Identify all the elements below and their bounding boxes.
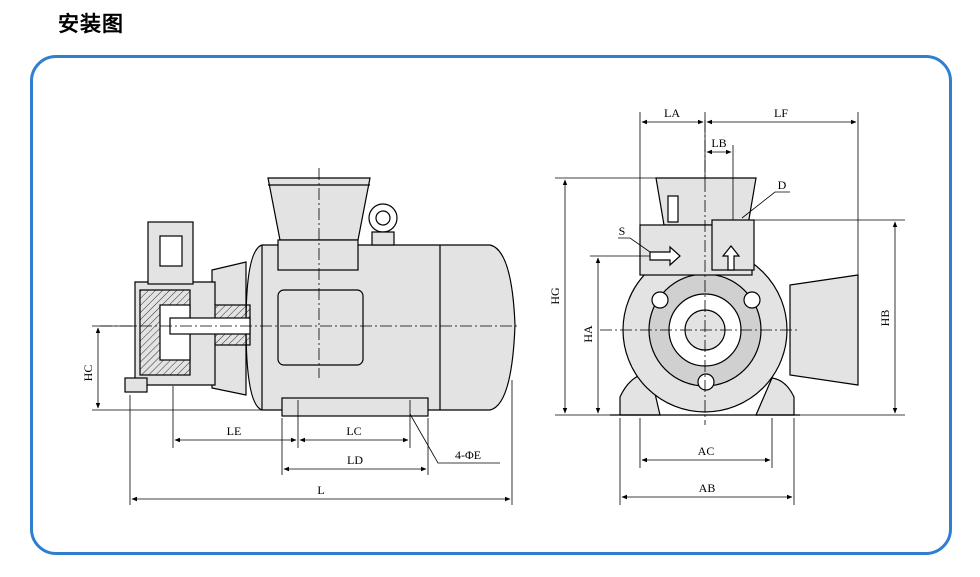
fan-cover (789, 274, 859, 386)
front-view (600, 120, 859, 425)
dim-lb: LB (711, 136, 726, 150)
dim-la: LA (664, 106, 680, 120)
dim-ab: AB (699, 481, 716, 495)
dim-ac: AC (698, 444, 715, 458)
dim-4-phi-e: 4-ΦE (455, 448, 481, 462)
front-dimensions (555, 112, 905, 505)
motor-panel (277, 289, 364, 366)
dim-hb: HB (878, 310, 892, 327)
dim-le: LE (227, 424, 242, 438)
dim-ld: LD (347, 453, 363, 467)
dim-hc: HC (81, 365, 95, 382)
page-title: 安装图 (58, 12, 124, 36)
dim-l: L (317, 483, 324, 497)
dim-ha: HA (581, 325, 595, 343)
dim-lc: LC (346, 424, 361, 438)
dim-lf: LF (774, 106, 788, 120)
label-d: D (778, 178, 787, 192)
label-s: S (619, 224, 626, 238)
motor-body (245, 244, 516, 411)
side-dimensions (92, 325, 513, 505)
dim-hg: HG (548, 287, 562, 305)
motor-foot (281, 397, 429, 417)
lifting-eye (368, 203, 398, 233)
drawing-frame (30, 55, 952, 555)
side-view (100, 168, 520, 417)
